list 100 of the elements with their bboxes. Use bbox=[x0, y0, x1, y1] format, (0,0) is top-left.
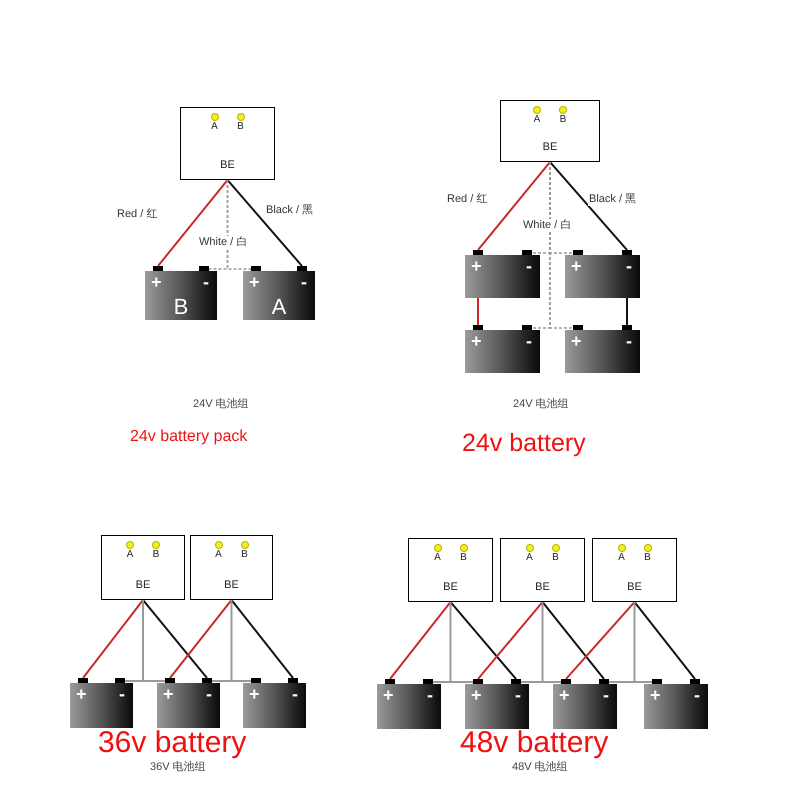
caption: 48v battery bbox=[460, 725, 608, 761]
caption: 24V 电池组 bbox=[193, 398, 249, 412]
negative-sign: - bbox=[292, 684, 298, 704]
battery bbox=[377, 679, 441, 729]
controller-label: BE bbox=[542, 141, 558, 153]
edge-label: White / 白 bbox=[198, 236, 248, 249]
negative-sign: - bbox=[427, 685, 433, 705]
positive-sign: + bbox=[471, 256, 482, 276]
led-label: B bbox=[152, 549, 160, 561]
wire bbox=[450, 601, 517, 680]
positive-sign: + bbox=[471, 331, 482, 351]
negative-sign: - bbox=[603, 685, 609, 705]
led-label: A bbox=[618, 552, 625, 564]
led-label: A bbox=[211, 121, 218, 133]
negative-sign: - bbox=[515, 685, 521, 705]
battery bbox=[644, 679, 708, 729]
wire bbox=[542, 602, 561, 683]
positive-sign: + bbox=[571, 256, 582, 276]
edge-label: Red / 红 bbox=[446, 193, 488, 206]
controller-box bbox=[190, 535, 273, 600]
negative-sign: - bbox=[526, 256, 532, 276]
battery bbox=[145, 266, 217, 320]
wire bbox=[230, 599, 294, 679]
battery bbox=[243, 678, 306, 728]
controller-label: BE bbox=[219, 159, 236, 171]
negative-sign: - bbox=[119, 684, 125, 704]
caption: 24V 电池组 bbox=[513, 398, 569, 412]
controller-label: BE bbox=[134, 579, 152, 591]
led-label: A bbox=[126, 549, 134, 561]
positive-sign: + bbox=[163, 684, 174, 704]
caption: 36v battery bbox=[98, 725, 246, 761]
positive-sign: + bbox=[151, 272, 162, 292]
wire bbox=[477, 161, 551, 251]
positive-sign: + bbox=[249, 684, 260, 704]
controller-label: BE bbox=[442, 581, 459, 593]
wire bbox=[565, 601, 636, 680]
battery bbox=[565, 250, 640, 298]
caption: 48V 电池组 bbox=[512, 761, 568, 775]
wire bbox=[82, 599, 144, 679]
wire bbox=[169, 599, 232, 679]
wire bbox=[142, 599, 208, 679]
led-label: B bbox=[460, 552, 467, 564]
negative-sign: - bbox=[626, 256, 632, 276]
wire bbox=[226, 179, 303, 267]
controller-box bbox=[101, 535, 185, 600]
wire bbox=[230, 600, 251, 682]
controller-label: BE bbox=[626, 581, 643, 593]
battery bbox=[243, 266, 315, 320]
wire bbox=[157, 179, 228, 267]
positive-sign: + bbox=[383, 685, 394, 705]
wire bbox=[626, 298, 628, 325]
caption: 24v battery bbox=[462, 428, 586, 459]
battery bbox=[553, 679, 617, 729]
led-label: B bbox=[552, 552, 559, 564]
battery bbox=[157, 678, 220, 728]
led-label: A bbox=[534, 114, 540, 126]
positive-sign: + bbox=[559, 685, 570, 705]
wire bbox=[477, 601, 544, 680]
led-label: A bbox=[215, 549, 222, 561]
controller-box bbox=[180, 107, 275, 180]
battery-letter: B bbox=[172, 295, 190, 319]
positive-sign: + bbox=[571, 331, 582, 351]
negative-sign: - bbox=[203, 272, 209, 292]
controller-label: BE bbox=[534, 581, 551, 593]
controller-box bbox=[500, 100, 600, 162]
positive-sign: + bbox=[650, 685, 661, 705]
wire bbox=[634, 602, 652, 683]
led-label: A bbox=[434, 552, 441, 564]
wire bbox=[226, 180, 251, 270]
battery bbox=[465, 250, 540, 298]
edge-label: Black / 黑 bbox=[265, 204, 314, 217]
led-label: B bbox=[560, 114, 566, 126]
negative-sign: - bbox=[301, 272, 307, 292]
wire bbox=[477, 298, 479, 325]
positive-sign: + bbox=[249, 272, 260, 292]
controller-box bbox=[408, 538, 493, 602]
controller-label: BE bbox=[223, 579, 240, 591]
negative-sign: - bbox=[626, 331, 632, 351]
edge-label: White / 白 bbox=[522, 219, 572, 232]
wire bbox=[634, 601, 696, 680]
led-label: B bbox=[241, 549, 248, 561]
battery-letter: A bbox=[270, 295, 288, 319]
positive-sign: + bbox=[76, 684, 87, 704]
battery bbox=[465, 325, 540, 373]
edge-label: Red / 红 bbox=[116, 208, 158, 221]
edge-label: Black / 黑 bbox=[588, 193, 638, 206]
negative-sign: - bbox=[526, 331, 532, 351]
positive-sign: + bbox=[471, 685, 482, 705]
wire bbox=[542, 601, 605, 680]
led-label: A bbox=[526, 552, 533, 564]
caption: 36V 电池组 bbox=[150, 761, 206, 775]
negative-sign: - bbox=[694, 685, 700, 705]
led-label: B bbox=[644, 552, 651, 564]
negative-sign: - bbox=[206, 684, 212, 704]
controller-box bbox=[592, 538, 677, 602]
controller-box bbox=[500, 538, 585, 602]
battery bbox=[565, 325, 640, 373]
wire bbox=[549, 161, 628, 251]
wire bbox=[142, 600, 165, 682]
led-label: B bbox=[237, 121, 244, 133]
